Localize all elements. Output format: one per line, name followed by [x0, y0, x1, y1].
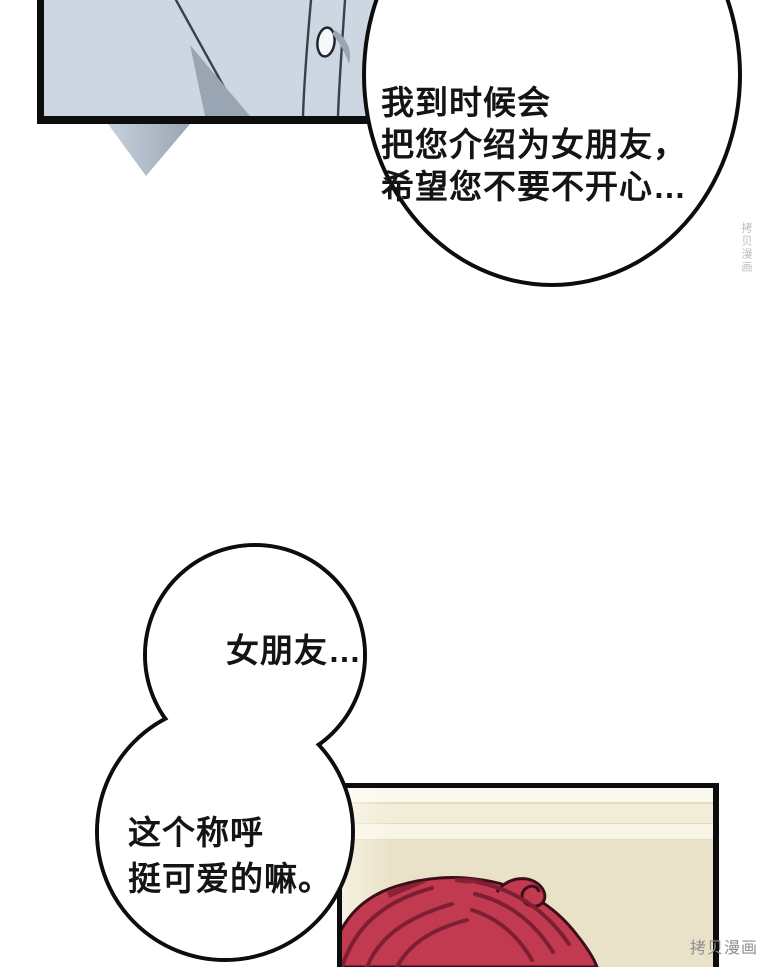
shirt-button — [316, 26, 336, 58]
speech-line: 希望您不要不开心… — [381, 168, 687, 205]
speech-line: 这个称呼 — [128, 814, 264, 851]
wall-molding-band — [342, 804, 713, 823]
speech-line: 挺可爱的嘛。 — [128, 860, 332, 897]
shirt-placket-line-right — [336, 0, 347, 116]
hair-side-accent — [387, 882, 427, 898]
speech-bubble-1-text: 我到时候会 把您介绍为女朋友， 希望您不要不开心… — [381, 82, 687, 208]
wall-molding-line — [342, 802, 713, 804]
red-hair-illustration — [342, 875, 599, 967]
hair-strands — [342, 880, 571, 967]
shirt-bleed-wedge — [108, 124, 190, 176]
shirt-button-shadow — [332, 30, 351, 64]
speech-bubble-3-fill — [99, 706, 351, 958]
wall-molding-light-band — [342, 823, 713, 840]
watermark-right-edge: 拷贝漫画 — [740, 222, 752, 274]
hair-crown-accent — [455, 877, 485, 884]
speech-bubble-3-text: 这个称呼 挺可爱的嘛。 — [128, 810, 332, 902]
shirt-fold-shadow — [190, 45, 250, 116]
speech-line: 把您介绍为女朋友， — [381, 126, 687, 163]
wall-molding-top — [342, 788, 713, 802]
watermark-bottom-right: 拷贝漫画 — [690, 940, 759, 957]
shirt-placket-line-left — [301, 0, 313, 116]
speech-bubble-2-text: 女朋友… — [226, 633, 362, 669]
speech-line: 我到时候会 — [381, 84, 551, 121]
shirt-bleed-shape — [108, 124, 190, 176]
comic-panel-shirt — [37, 0, 404, 124]
speech-line: 女朋友… — [226, 632, 362, 669]
comic-panel-room — [337, 783, 719, 967]
shirt-illustration — [174, 0, 351, 116]
